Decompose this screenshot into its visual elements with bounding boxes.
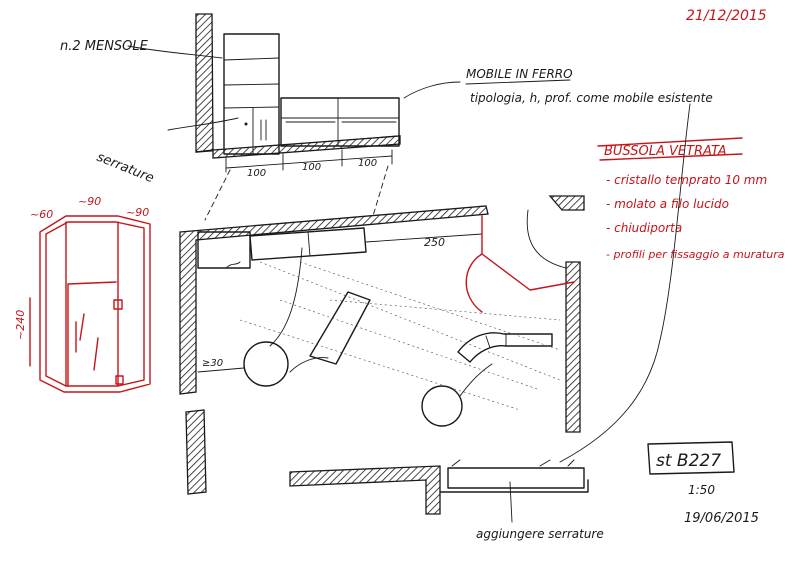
plan-sofa-left <box>309 291 371 365</box>
vestibule-item-3: - chiudiporta <box>606 221 682 235</box>
vestibule-dim-height: ~240 <box>14 310 27 340</box>
date-top: 21/12/2015 <box>686 8 767 24</box>
plan-bottom-wall <box>289 465 441 515</box>
vestibule-item-4: - profili per fissaggio a muratura <box>606 248 785 261</box>
vestibule-dim-right: ~90 <box>126 206 149 219</box>
date-bottom: 19/06/2015 <box>684 511 759 526</box>
add-locks-label: aggiungere serrature <box>476 527 604 541</box>
iron-cabinet-elevation <box>280 97 400 147</box>
vestibule-item-1: - cristallo temprato 10 mm <box>606 173 767 187</box>
shelves-label: n.2 MENSOLE <box>60 39 149 54</box>
sheet-scale: 1:50 <box>688 483 715 497</box>
dim-30: ≥30 <box>202 358 223 369</box>
plan-iron-cabinet <box>249 227 367 261</box>
dim-2: 100 <box>302 162 321 173</box>
vestibule-dim-left: ~60 <box>30 208 53 221</box>
plan-top-wall <box>179 205 489 395</box>
vestibule-item-2: - molato a filo lucido <box>606 197 729 211</box>
iron-cabinet-title: MOBILE IN FERRO <box>466 67 573 81</box>
dim-3: 100 <box>358 158 377 169</box>
plan-table-right <box>421 385 463 427</box>
sheet-stamp: st B227 1:50 19/06/2015 <box>647 441 759 526</box>
locks-label: serrature <box>95 150 156 186</box>
plan-right-wall-top <box>548 195 585 211</box>
elevation-wall <box>195 13 214 153</box>
plan-right-wall <box>565 261 581 433</box>
plan-sofa-right <box>457 332 553 363</box>
tall-shelf-unit <box>223 33 280 155</box>
vestibule-sketch: ~60 ~90 ~90 ~240 <box>14 195 151 393</box>
vestibule-dim-middle: ~90 <box>78 195 101 208</box>
plan-left-wall-lower <box>185 409 207 495</box>
floor-plan: 250 ≥30 aggiungere serrature <box>179 103 691 541</box>
plan-shelf-unit <box>197 231 251 269</box>
sheet-code: st B227 <box>656 451 721 471</box>
dim-250: 250 <box>424 236 445 249</box>
plan-bottom-cabinet <box>447 467 585 489</box>
glass-vestibule-notes: BUSSOLA VETRATA - cristallo temprato 10 … <box>597 137 785 261</box>
shelving-elevation: 100 100 100 n.2 MENSOLE serrature <box>60 13 401 227</box>
plan-table-left <box>243 341 289 387</box>
dim-1: 100 <box>247 168 266 179</box>
iron-cabinet-note: tipologia, h, prof. come mobile esistent… <box>470 91 713 105</box>
